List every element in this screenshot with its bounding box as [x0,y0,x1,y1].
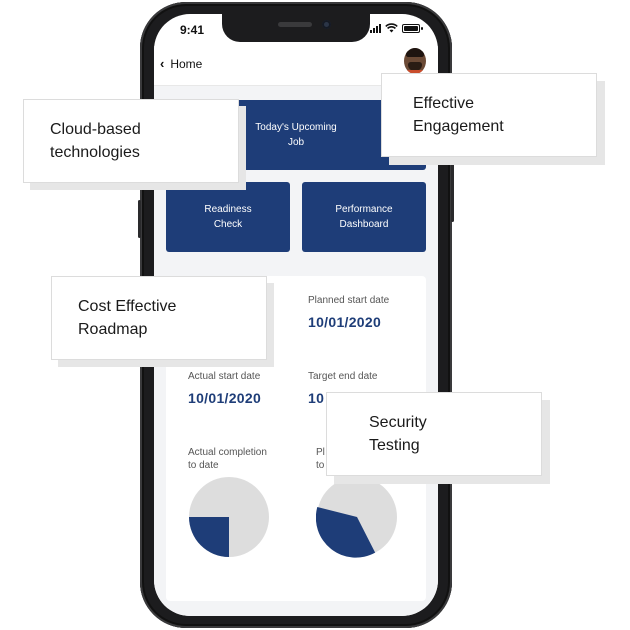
actual-start-label: Actual start date [188,371,261,382]
performance-dashboard-button[interactable]: Performance Dashboard [302,182,426,252]
volume-down-button [138,200,141,238]
readiness-check-button[interactable]: Readiness Check [166,182,290,252]
back-button[interactable]: ‹ Home [160,56,202,71]
cost-callout-text: Cost Effective Roadmap [78,298,177,338]
status-time: 9:41 [180,23,205,37]
actual-completion-pie-fill [189,517,229,557]
actual-completion-label: Actual completion to date [188,447,267,471]
camera-icon [322,20,331,29]
target-end-value: 10 [308,390,325,406]
planned-completion-pie [316,477,397,558]
planned-start-value: 10/01/2020 [308,314,382,330]
chevron-left-icon: ‹ [160,56,165,71]
cloud-callout: Cloud-based technologies [23,99,239,183]
cost-callout: Cost Effective Roadmap [51,276,267,360]
signal-icon [370,23,381,33]
target-end-label: Target end date [308,371,378,382]
back-label: Home [170,56,203,71]
power-button [451,162,454,222]
battery-icon [402,23,423,33]
security-callout: Security Testing [326,392,542,476]
actual-completion-pie [189,477,269,557]
planned-completion-pie-fill [316,507,376,558]
wifi-icon [385,23,398,33]
security-callout-text: Security Testing [369,414,427,454]
phone-notch [222,14,370,42]
planned-completion-label: Pl to [316,447,325,471]
engagement-callout-text: Effective Engagement [413,95,504,135]
speaker-grille [278,22,312,27]
status-icons [370,23,423,33]
planned-start-label: Planned start date [308,295,390,306]
engagement-callout: Effective Engagement [381,73,597,157]
cloud-callout-text: Cloud-based technologies [50,121,141,161]
avatar[interactable] [404,48,426,74]
actual-start-value: 10/01/2020 [188,390,262,406]
